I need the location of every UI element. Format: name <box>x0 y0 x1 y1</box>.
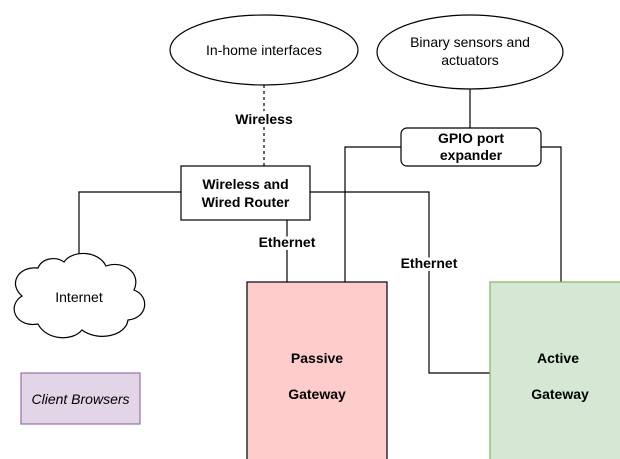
router-node: Wireless and Wired Router <box>180 165 311 221</box>
binary-sensors-label-line2: actuators <box>441 52 499 68</box>
ethernet-active-edge-label: Ethernet <box>401 255 458 271</box>
active-gateway-node: Active Gateway <box>489 281 620 459</box>
router-internet-link <box>78 191 181 254</box>
router-label-line2: Wired Router <box>202 194 290 210</box>
passive-gateway-node: Passive Gateway <box>246 281 388 459</box>
gpio-expander-label-line2: expander <box>440 147 503 163</box>
router-label-line1: Wireless and <box>202 176 288 192</box>
client-browsers-label: Client Browsers <box>31 391 129 407</box>
passive-gateway-label-line2: Gateway <box>288 386 346 402</box>
client-browsers-node: Client Browsers <box>20 372 141 425</box>
internet-node: Internet <box>13 252 146 339</box>
passive-gateway-label-line1: Passive <box>291 350 343 366</box>
ethernet-passive-edge-label: Ethernet <box>259 234 316 250</box>
gpio-expander-label-line1: GPIO port <box>438 130 504 146</box>
router-active-link <box>310 191 490 374</box>
in-home-interfaces-node: In-home interfaces <box>169 14 359 86</box>
active-gateway-label-line2: Gateway <box>531 386 589 402</box>
internet-label: Internet <box>55 289 103 305</box>
active-gateway-label-line1: Active <box>537 350 579 366</box>
binary-sensors-label-line1: Binary sensors and <box>410 34 530 50</box>
gpio-active-link <box>541 146 562 282</box>
gpio-expander-node: GPIO port expander <box>400 127 542 167</box>
gpio-passive-link <box>344 146 401 282</box>
binary-sensors-node: Binary sensors and actuators <box>376 14 564 90</box>
wireless-edge-label: Wireless <box>235 111 293 127</box>
in-home-interfaces-label: In-home interfaces <box>206 42 322 58</box>
cloud-icon <box>13 252 146 339</box>
